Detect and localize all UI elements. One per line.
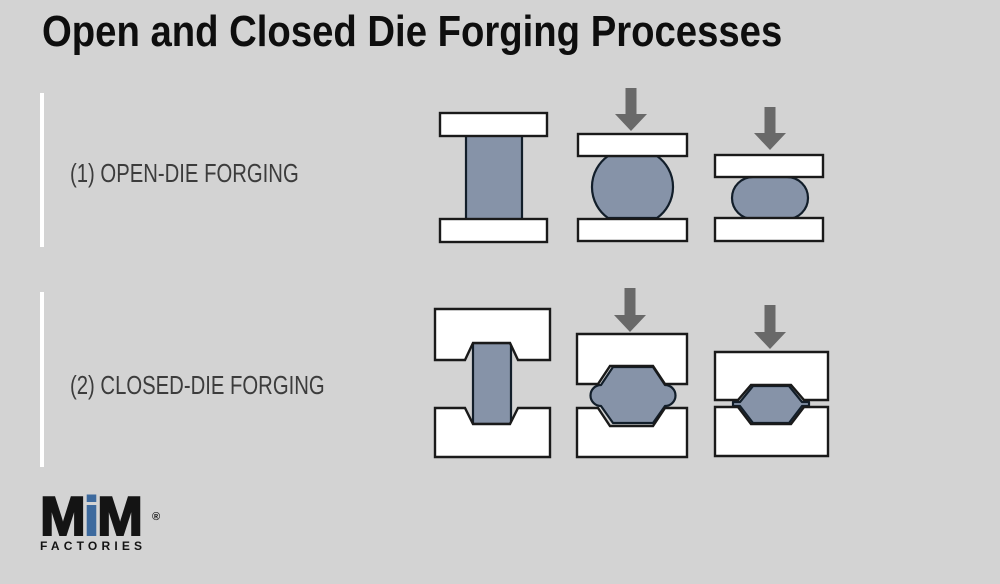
logo-wordmark: MiM ® [39,488,160,545]
press-arrow-icon [614,288,646,332]
open-die-forging-diagram [438,88,825,244]
closed-die-forging-diagram [433,288,830,459]
section-label-open-die: (1) OPEN-DIE FORGING [70,158,299,188]
top-die [713,350,830,402]
section-divider-open-die [40,93,44,247]
top-die [576,132,689,158]
closed-die-stage-2 [575,288,689,459]
mim-factories-logo: MiM ® FACTORIES [39,488,160,554]
logo-subtext: FACTORIES [40,539,147,553]
workpiece-billet [471,341,513,426]
closed-die-stage-3 [713,305,830,458]
workpiece-billet [464,132,524,222]
logo-letter-m1: M [39,485,87,547]
press-arrow-icon [615,88,647,131]
page-title: Open and Closed Die Forging Processes [42,7,783,56]
section-label-closed-die: (2) CLOSED-DIE FORGING [70,370,325,400]
press-arrow-icon [754,107,786,150]
top-die [438,111,549,138]
open-die-stage-2 [576,88,689,243]
logo-letter-m2: M [96,485,144,547]
bottom-die [438,217,549,244]
workpiece-upset [590,154,675,220]
workpiece-with-flash-bulge [589,365,677,425]
bottom-die [713,216,825,243]
press-arrow-icon [754,305,786,349]
bottom-die [576,217,689,243]
top-die [575,332,689,386]
top-die [433,307,552,362]
closed-die-stage-1 [433,307,552,459]
registered-trademark-icon: ® [152,511,161,523]
bottom-die [433,406,552,459]
open-die-stage-3 [713,107,825,243]
workpiece-flattened [730,175,810,221]
top-die [713,153,825,179]
bottom-die [575,406,689,459]
logo-letter-i: i [83,485,100,547]
section-divider-closed-die [40,292,44,467]
bottom-die [713,405,830,458]
open-die-stage-1 [438,111,549,244]
